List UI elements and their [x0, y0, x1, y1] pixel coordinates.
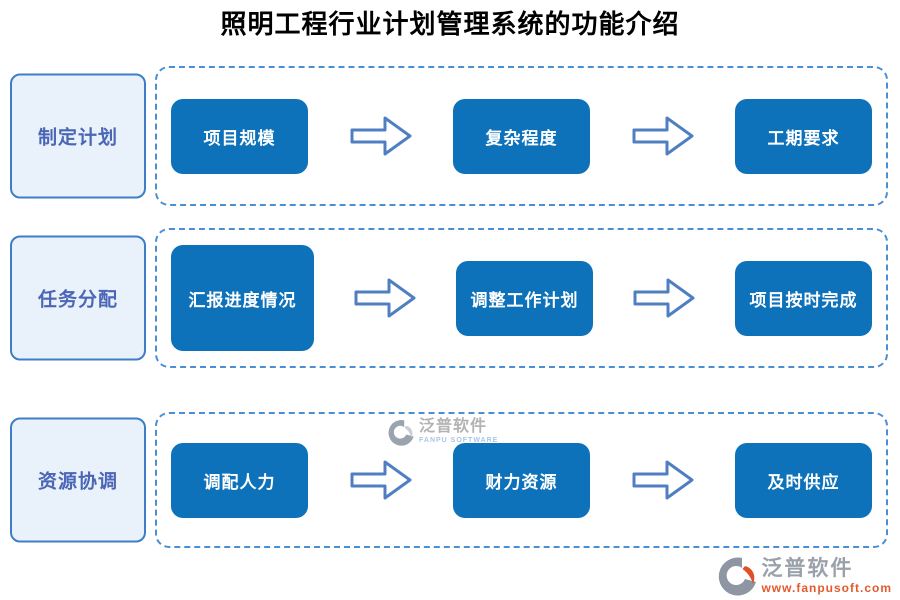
right-block-arrow-icon	[632, 460, 693, 500]
right-block-arrow-icon	[350, 116, 411, 156]
flow-container-plan: 项目规模 复杂程度 工期要求	[155, 66, 888, 206]
watermark-brand-en: FANPU SOFTWARE	[419, 437, 499, 444]
step-box: 工期要求	[735, 98, 872, 174]
step-box: 财力资源	[453, 442, 590, 518]
watermark: 泛普软件 FANPU SOFTWARE	[388, 419, 498, 446]
right-block-arrow-icon	[350, 460, 411, 500]
flow-row-plan: 制定计划 项目规模 复杂程度 工期要求	[0, 66, 900, 206]
step-box: 调配人力	[171, 442, 308, 518]
fanpu-logo-icon	[388, 420, 414, 446]
step-box: 调整工作计划	[456, 260, 593, 336]
stage-label-resources: 资源协调	[10, 417, 146, 543]
stage-label-plan: 制定计划	[10, 73, 146, 199]
step-box: 及时供应	[735, 442, 872, 518]
stage-label-tasks: 任务分配	[10, 235, 146, 361]
watermark-brand: 泛普软件	[419, 418, 488, 435]
footer-brand-logo: 泛普软件 www.fanpusoft.com	[718, 556, 892, 596]
fanpu-logo-icon	[719, 557, 757, 596]
step-box: 项目规模	[171, 98, 308, 174]
footer-website: www.fanpusoft.com	[761, 581, 892, 595]
step-box: 复杂程度	[453, 98, 590, 174]
flow-container-resources: 调配人力 财力资源 及时供应	[155, 412, 888, 548]
step-box: 项目按时完成	[735, 260, 872, 336]
right-block-arrow-icon	[633, 278, 695, 318]
page-title: 照明工程行业计划管理系统的功能介绍	[220, 10, 680, 39]
right-block-arrow-icon	[632, 116, 693, 156]
step-box: 汇报进度情况	[171, 245, 314, 351]
flow-container-tasks: 汇报进度情况 调整工作计划 项目按时完成	[155, 228, 888, 368]
flow-row-tasks: 任务分配 汇报进度情况 调整工作计划 项目按时完成	[0, 228, 900, 368]
footer-brand-name: 泛普软件	[761, 557, 854, 580]
flow-row-resources: 资源协调 调配人力 财力资源 及时供应	[0, 412, 900, 548]
right-block-arrow-icon	[354, 278, 416, 318]
